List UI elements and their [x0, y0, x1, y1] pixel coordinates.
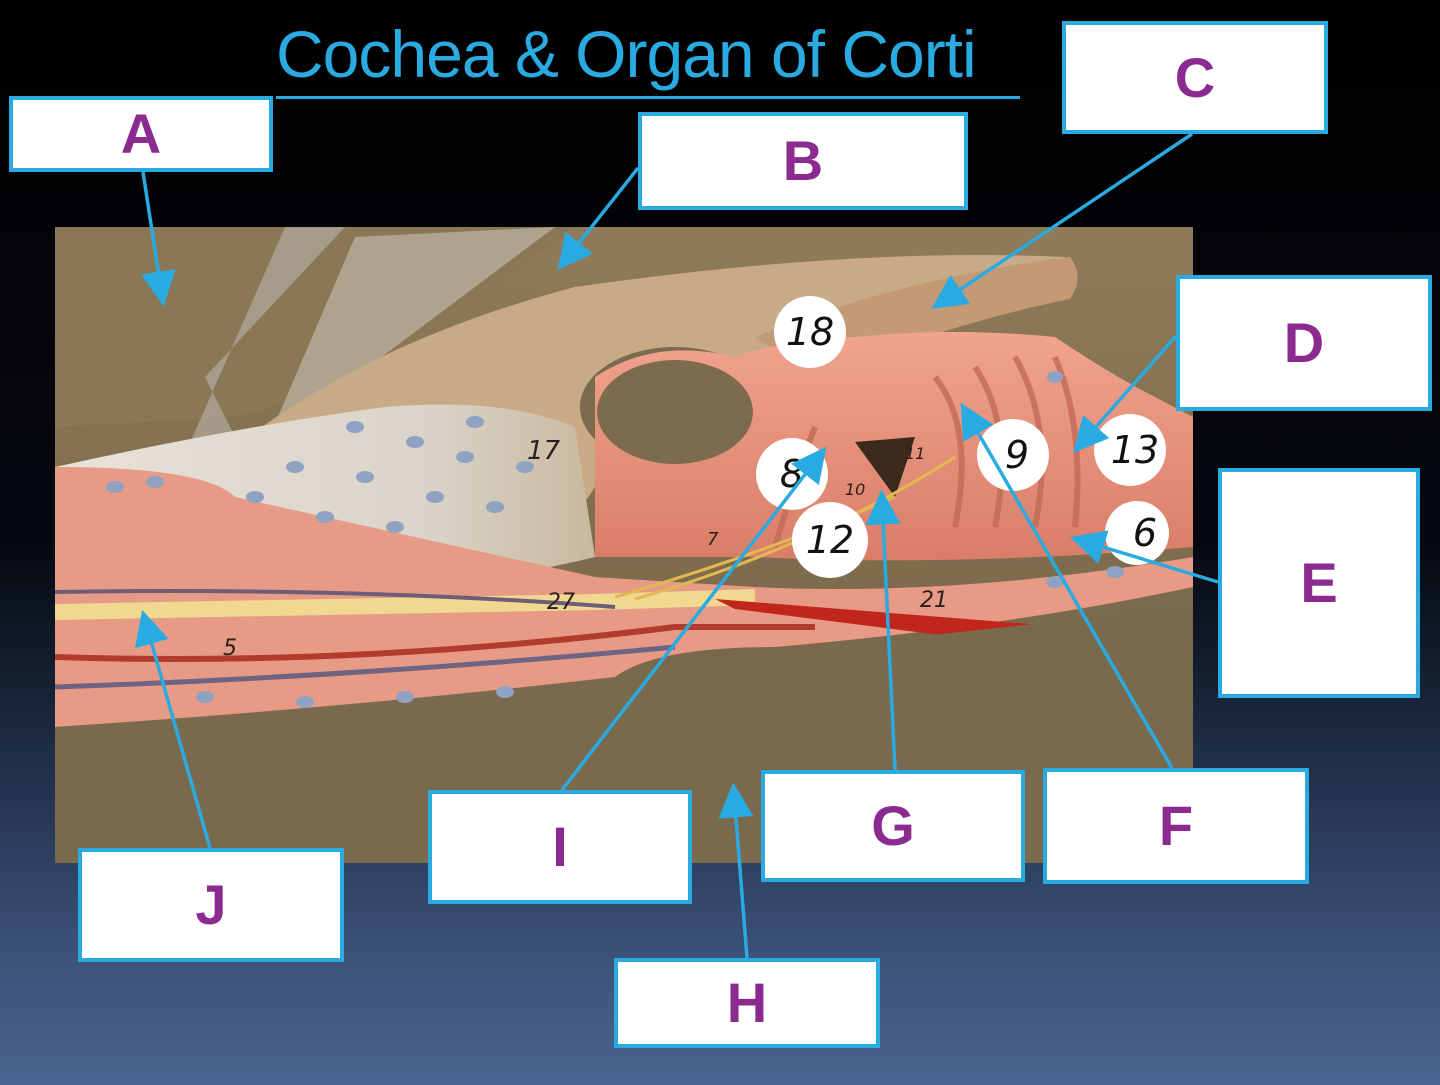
label-e: E [1300, 551, 1338, 614]
label-g: G [871, 794, 915, 857]
label-i: I [552, 815, 568, 878]
label-box-a[interactable]: A [9, 96, 273, 172]
marker-9: 9 [1005, 433, 1029, 477]
vein-line [55, 589, 616, 609]
title-underline [276, 96, 1020, 99]
arrow-f [960, 402, 1174, 769]
arrow-g [865, 489, 901, 771]
arrow-b [557, 166, 640, 271]
label-a: A [120, 102, 162, 165]
marker-18: 18 [786, 310, 834, 354]
cochlea-model-illustration: 17 27 21 5 7 11 10 18 8 12 9 13 6 [55, 227, 1193, 863]
arrow-a [140, 171, 176, 307]
arrow-h [718, 782, 754, 959]
label-f: F [1158, 794, 1194, 857]
label-box-h[interactable]: H [614, 958, 880, 1048]
label-box-i[interactable]: I [428, 790, 692, 904]
marker-9-disc [977, 419, 1049, 491]
arrow-i [560, 446, 827, 792]
arrow-c [931, 132, 1193, 309]
vein-line-lower [55, 644, 676, 690]
label-box-j[interactable]: J [78, 848, 344, 962]
label-b: B [782, 129, 824, 192]
handwritten-7: 7 [707, 529, 719, 550]
arrow-e [1069, 530, 1219, 584]
label-h: H [726, 971, 768, 1034]
cell-nuclei [106, 371, 1124, 708]
label-box-g[interactable]: G [761, 770, 1025, 882]
handwritten-27: 27 [547, 590, 575, 615]
inner-sulcus-space [597, 360, 753, 464]
marker-12: 12 [806, 518, 854, 562]
marker-12-disc [792, 502, 868, 578]
marker-13: 13 [1111, 428, 1159, 472]
handwritten-17: 17 [527, 436, 561, 466]
marker-6-disc [1105, 501, 1169, 565]
handwritten-5: 5 [223, 636, 237, 661]
tunnel-of-corti [855, 437, 915, 497]
marker-18-disc [774, 296, 846, 368]
label-box-d[interactable]: D [1176, 275, 1432, 411]
handwritten-21: 21 [920, 588, 948, 613]
reissner-membrane [265, 227, 555, 447]
label-box-e[interactable]: E [1218, 468, 1420, 698]
cochlea-model-photo: 17 27 21 5 7 11 10 18 8 12 9 13 6 [55, 227, 1193, 863]
label-c: C [1174, 45, 1216, 109]
handwritten-10: 10 [845, 480, 865, 499]
slide-title: Cochea & Organ of Corti [276, 17, 977, 91]
artery-line [55, 624, 815, 662]
arrow-j [134, 609, 212, 849]
membrane-band [175, 227, 345, 477]
label-j: J [195, 873, 227, 936]
marker-13-disc [1094, 414, 1166, 486]
label-box-f[interactable]: F [1043, 768, 1309, 884]
label-d: D [1283, 311, 1325, 374]
label-box-b[interactable]: B [638, 112, 968, 210]
arrow-d [1073, 334, 1178, 453]
label-box-c[interactable]: C [1062, 21, 1328, 134]
handwritten-11: 11 [905, 444, 925, 463]
marker-6: 6 [1133, 511, 1157, 555]
